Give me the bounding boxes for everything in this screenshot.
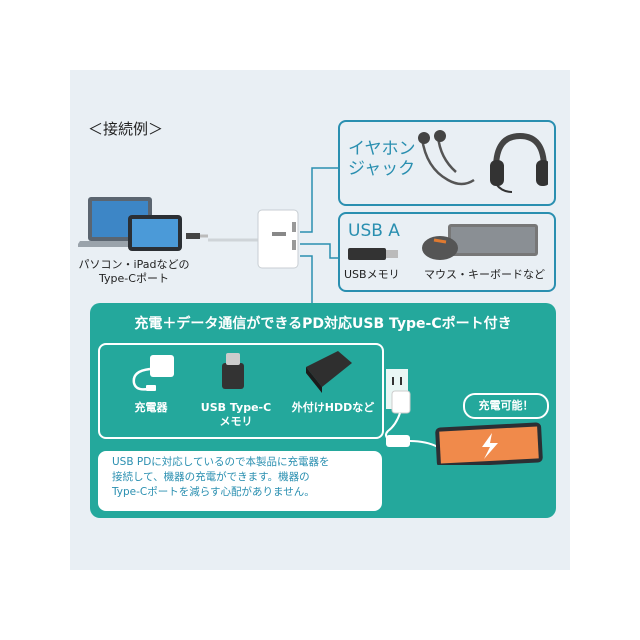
source-device-label-line-1: パソコン・iPadなどの xyxy=(72,258,196,272)
earphone-jack-title: イヤホン ジャック xyxy=(348,140,416,179)
usb-memory-label: USBメモリ xyxy=(344,268,400,282)
earphone-headset-illustration xyxy=(412,128,548,200)
source-device-label: パソコン・iPadなどの Type-Cポート xyxy=(72,258,196,286)
external-hdd-icon xyxy=(300,347,356,397)
mouse-keyboard-icon xyxy=(420,222,540,266)
pd-device-examples: 充電器 USB Type-C メモリ 外付けHDDなど xyxy=(98,343,384,439)
pd-note: USB PDに対応しているので本製品に充電器を 接続して、機器の充電ができます。… xyxy=(98,451,382,511)
usb-c-adapter-icon xyxy=(208,208,304,272)
usb-c-memory-icon xyxy=(216,349,252,395)
usb-memory-icon xyxy=(348,246,400,262)
usb-c-memory-label-line-1: USB Type-C xyxy=(196,401,276,415)
pd-note-line-2: 接続して、機器の充電ができます。機器の xyxy=(112,470,382,485)
earphone-jack-title-line-2: ジャック xyxy=(348,160,416,180)
pd-note-line-3: Type-Cポートを減らす心配がありません。 xyxy=(112,485,382,500)
earphone-jack-box: イヤホン ジャック xyxy=(338,120,556,206)
pd-note-line-1: USB PDに対応しているので本製品に充電器を xyxy=(112,455,382,470)
external-hdd-label-line-1: 外付けHDDなど xyxy=(286,401,380,415)
external-hdd-label: 外付けHDDなど xyxy=(286,401,380,415)
charge-possible-badge: 充電可能！ xyxy=(463,393,549,419)
mouse-keyboard-label: マウス・キーボードなど xyxy=(424,268,545,282)
usb-c-memory-label-line-2: メモリ xyxy=(196,415,276,429)
charger-label-line-1: 充電器 xyxy=(116,401,186,415)
usb-a-box: USB A USBメモリ マウス・キーボードなど xyxy=(338,212,556,292)
usb-c-memory-label: USB Type-C メモリ xyxy=(196,401,276,429)
earphone-jack-title-line-1: イヤホン xyxy=(348,140,416,160)
laptop-tablet-illustration xyxy=(78,195,208,255)
pd-section: 充電＋データ通信ができるPD対応USB Type-Cポート付き 充電器 USB … xyxy=(90,303,556,518)
pd-section-title: 充電＋データ通信ができるPD対応USB Type-Cポート付き xyxy=(90,313,556,333)
usb-a-title: USB A xyxy=(348,222,400,242)
charger-icon xyxy=(124,351,184,393)
source-device-label-line-2: Type-Cポート xyxy=(72,272,196,286)
charger-label: 充電器 xyxy=(116,401,186,415)
